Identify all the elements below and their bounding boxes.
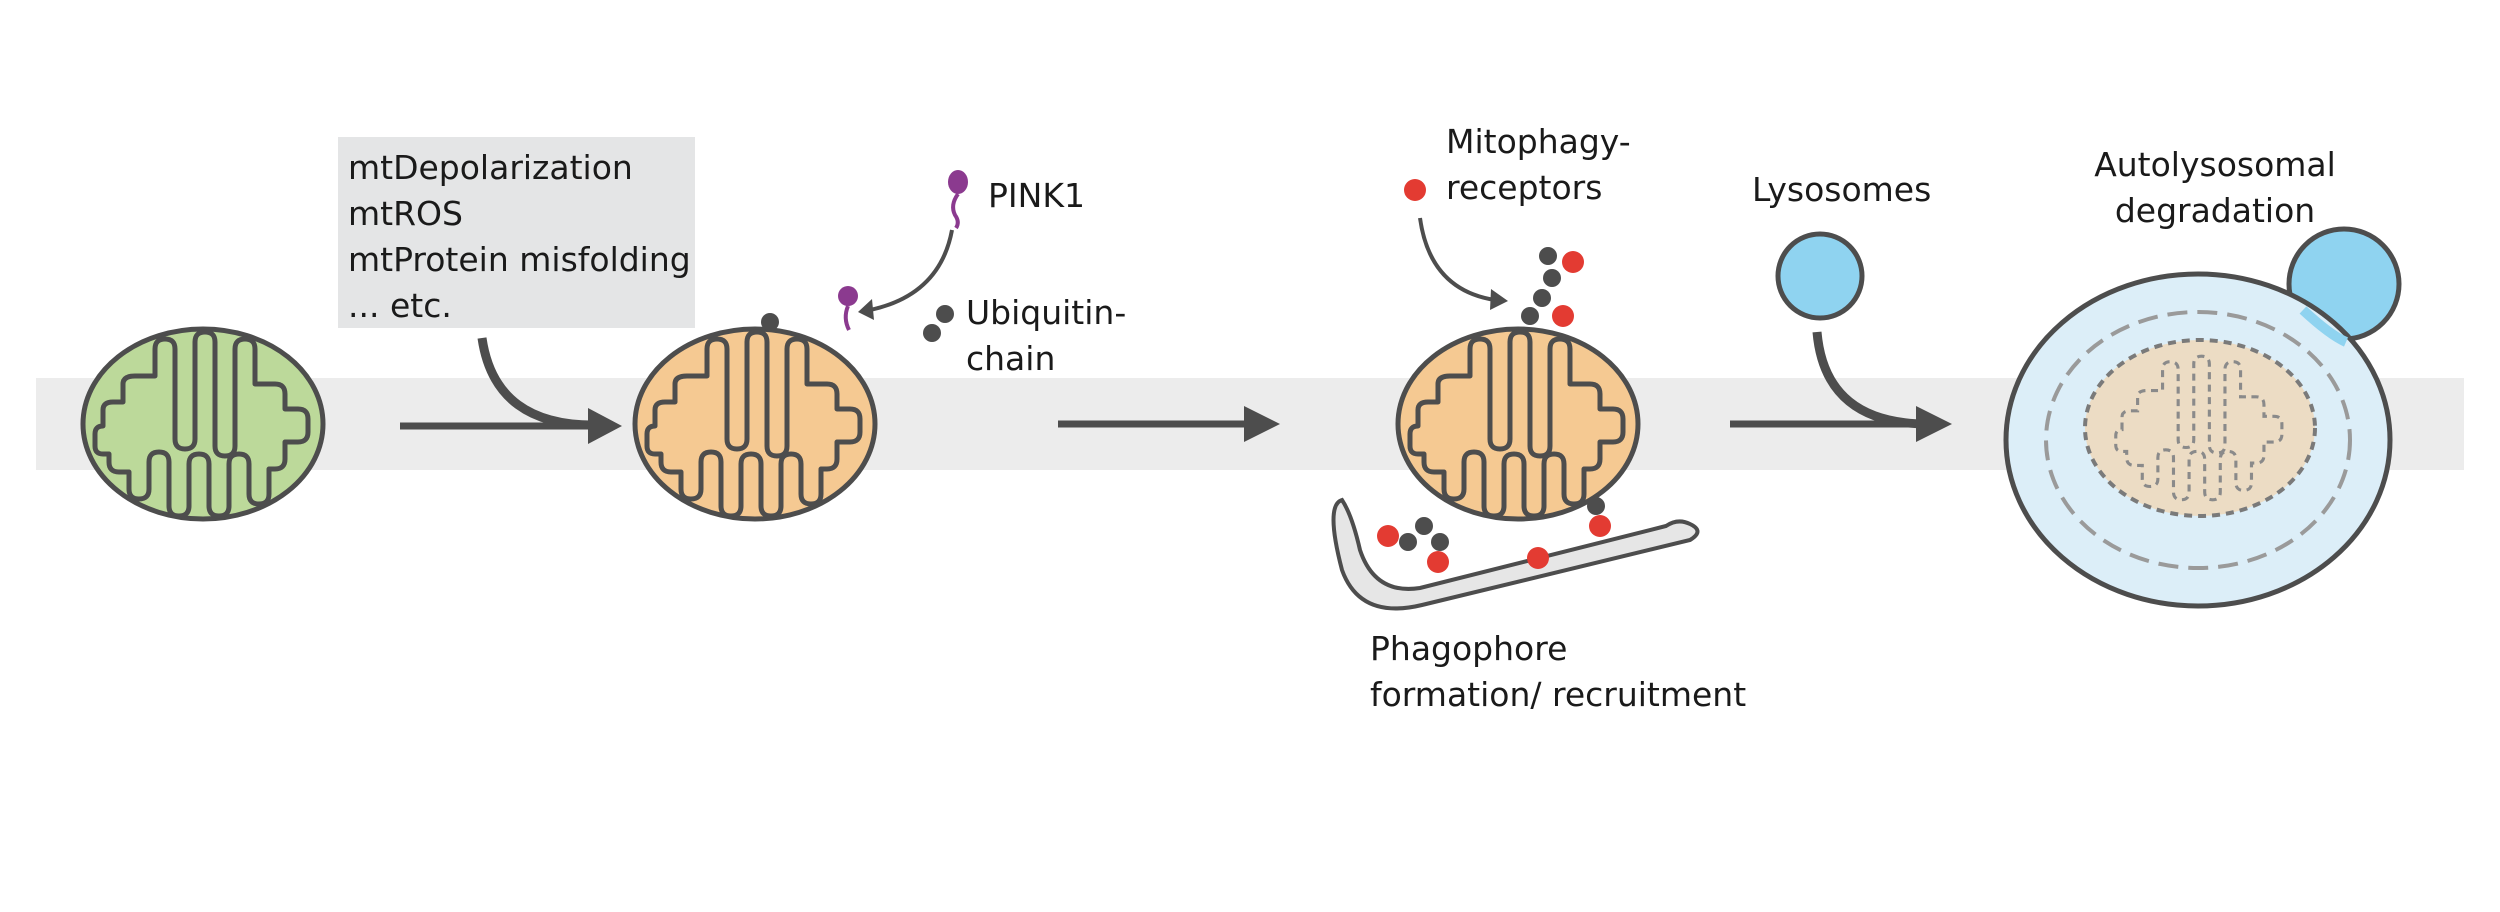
autolysosomal-degradation-label: Autolysosomal degradation [2085, 142, 2345, 234]
damaged-mitochondrion-receptors [1395, 326, 1641, 522]
ubiquitin-label-line1: Ubiquitin- [966, 293, 1127, 332]
process-arrow-1-head [588, 408, 622, 444]
mitophagy-receptors-label: Mitophagy- receptors [1446, 119, 1631, 211]
stress-line-misfolding: mtProtein misfolding [348, 240, 691, 279]
ubiquitin-receptor-cluster-bottom [1377, 497, 1611, 573]
ubiquitin-dot [923, 324, 941, 342]
receptors-label-line1: Mitophagy- [1446, 122, 1631, 161]
autolysosomal-label-line2: degradation [2114, 191, 2316, 230]
pink1-recruit-arrow-head [858, 299, 874, 320]
damaged-mitochondrion-pink1 [632, 326, 878, 522]
lysosome-icon [1775, 231, 1865, 321]
pink1-bound-icon [838, 286, 858, 331]
stress-line-etc: ... etc. [348, 286, 452, 325]
stress-stimuli-box: mtDepolarization mtROS mtProtein misfold… [338, 137, 695, 328]
pink1-floating-icon [948, 170, 968, 230]
ubiquitin-chain-label: Ubiquitin- chain [966, 290, 1126, 382]
ubiquitin-dot [761, 313, 779, 331]
healthy-mitochondrion [80, 326, 326, 522]
autolysosomal-label-line1: Autolysosomal [2094, 145, 2336, 184]
ubiquitin-label-line2: chain [966, 339, 1056, 378]
phagophore-label-line1: Phagophore [1370, 629, 1568, 668]
lysosomes-label: Lysosomes [1752, 170, 1932, 209]
process-arrow-3-head [1916, 406, 1952, 442]
receptor-recruit-arrow-head [1490, 289, 1508, 310]
ubiquitin-receptor-cluster-top [1521, 247, 1584, 327]
process-arrow-2-head [1244, 406, 1280, 442]
stress-line-ros: mtROS [348, 194, 463, 233]
mitophagy-receptor-legend-dot [1404, 179, 1426, 201]
receptors-label-line2: receptors [1446, 168, 1603, 207]
autolysosome [2003, 226, 2402, 609]
phagophore-label-line2: formation/ recruitment [1370, 675, 1747, 714]
stress-line-depolarization: mtDepolarization [348, 148, 633, 187]
phagophore-label: Phagophore formation/ recruitment [1370, 626, 1746, 718]
ubiquitin-dot [936, 305, 954, 323]
receptor-recruit-arrow [1418, 217, 1496, 302]
phagophore-membrane [1331, 497, 1700, 611]
pink1-recruit-arrow [869, 229, 954, 312]
pink1-label: PINK1 [988, 176, 1085, 215]
